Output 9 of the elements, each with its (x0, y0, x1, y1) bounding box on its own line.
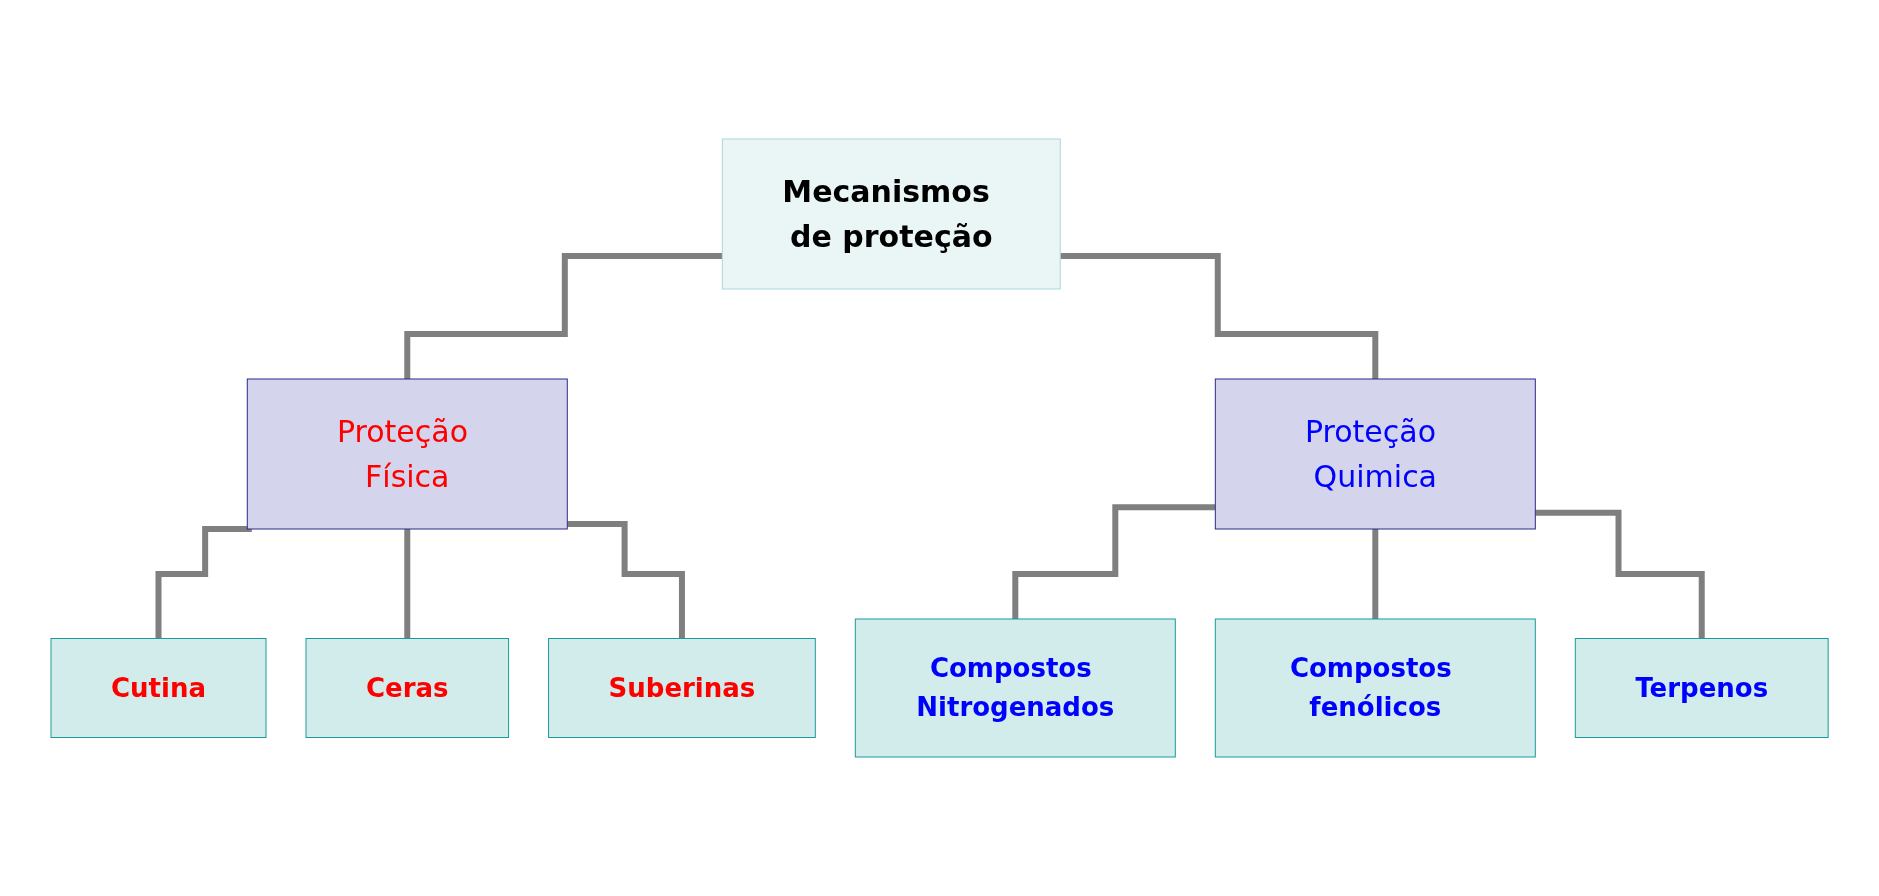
node-box: Proteção Quimica (1214, 378, 1536, 530)
node-box: Compostos Nitrogenados (854, 618, 1176, 758)
node-box: Cutina (50, 638, 267, 738)
node-box: Compostos fenólicos (1214, 618, 1536, 758)
node-box: Mecanismos de proteção (721, 138, 1061, 290)
node-box: Ceras (305, 638, 509, 738)
node-box: Terpenos (1574, 638, 1829, 738)
node-box: Proteção Física (246, 378, 568, 530)
node-box: Suberinas (548, 638, 816, 738)
